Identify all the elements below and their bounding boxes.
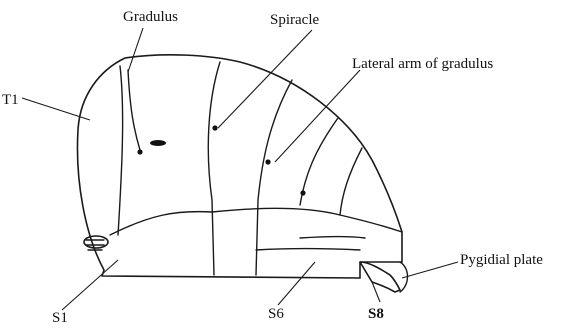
leader-lateral-arm: [275, 70, 360, 162]
pygidial-plate-shape: [360, 262, 400, 292]
label-s8: S8: [368, 306, 384, 322]
spiracle-dot-2: [212, 125, 217, 130]
s6-lower-margin: [256, 249, 360, 251]
t3-margin: [256, 80, 292, 275]
label-t1: T1: [2, 92, 19, 108]
label-s1: S1: [52, 310, 68, 326]
gradulus-mark: [150, 140, 166, 146]
label-s6: S6: [268, 306, 284, 322]
label-pygidial-plate: Pygidial plate: [460, 252, 543, 268]
t1-posterior-margin: [118, 66, 123, 235]
leader-s6: [278, 262, 315, 305]
t5-margin: [340, 148, 362, 215]
leader-gradulus: [128, 28, 143, 72]
label-lateral-arm: Lateral arm of gradulus: [352, 56, 493, 72]
sternal-line-lower: [212, 208, 402, 232]
leader-s1: [62, 260, 118, 310]
leader-pygidial: [402, 262, 458, 278]
spiracle-dot-4: [300, 190, 305, 195]
label-spiracle: Spiracle: [270, 12, 319, 28]
label-gradulus: Gradulus: [123, 9, 178, 25]
spiracle-dot-1: [137, 149, 142, 154]
sternal-line-s1: [110, 212, 212, 235]
leader-t1: [22, 98, 90, 120]
spiracle-dot-3: [265, 159, 270, 164]
t2-margin: [208, 62, 220, 275]
leader-spiracle: [218, 30, 312, 128]
sternal-plate-s6: [300, 237, 365, 239]
gradulus-line: [128, 70, 140, 150]
coxal-ring: [84, 236, 108, 248]
t4-margin: [300, 118, 338, 205]
